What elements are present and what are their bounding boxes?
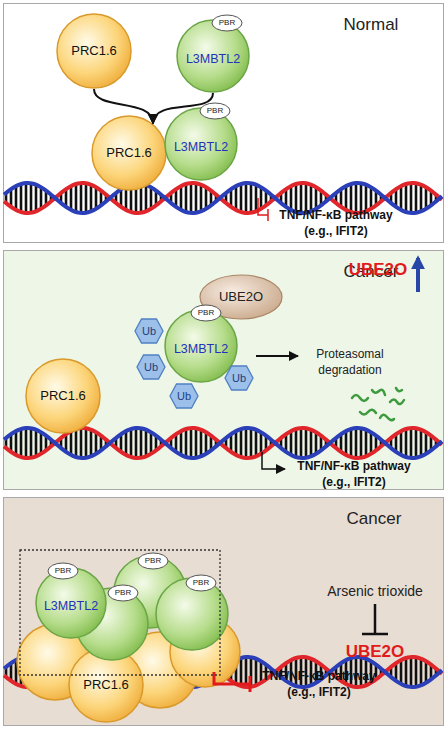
ellipse-shape: [191, 305, 221, 321]
annotation-label: Arsenic trioxide: [315, 582, 435, 600]
prc16-circle: PRC1.6: [68, 647, 144, 723]
circle-shape: [26, 359, 100, 433]
hexagon-shape: [170, 384, 198, 408]
l3mbtl2-circle: L3MBTL2 PBR: [35, 567, 107, 639]
annotation-label: TNF/NF-κB pathway (e.g., IFIT2): [272, 208, 400, 239]
node-label: PRC1.6: [40, 389, 86, 403]
node-label: Ub: [142, 325, 156, 337]
prc16-circle: PRC1.6: [56, 13, 132, 89]
annotation-label: UBE2O: [348, 259, 408, 281]
node-label: L3MBTL2: [174, 335, 228, 357]
ellipse-shape: [108, 585, 138, 601]
node-label: PBR: [55, 567, 71, 576]
pbr-ellipse: PBR: [185, 574, 217, 592]
node-label: Ub: [177, 390, 191, 402]
panel-heading: Cancer: [324, 510, 424, 529]
prc16-circle: PRC1.6: [25, 358, 101, 434]
pbr-ellipse: PBR: [199, 102, 231, 120]
panel-band: CancerPBR PBR PBR L3MBTL2 PBR PRC1.6: [3, 497, 444, 726]
node-label: PBR: [193, 579, 209, 588]
circle-shape: [177, 20, 249, 92]
node-label: PRC1.6: [106, 146, 152, 160]
node-label: PBR: [198, 309, 214, 318]
circle-shape: [36, 568, 106, 638]
circle-shape: [69, 648, 143, 722]
ubiquitin-hexagon: Ub: [169, 383, 199, 409]
node-label: L3MBTL2: [44, 592, 98, 614]
node-label: L3MBTL2: [186, 45, 240, 67]
circle-shape: [165, 108, 237, 180]
hexagon-shape: [137, 355, 165, 379]
panel-band: NormalPRC1.6L3MBTL2PBRPRC1.6L3MBTL2PBR: [3, 3, 444, 243]
annotation-label: TNF/NF-κB pathway (e.g., IFIT2): [255, 669, 383, 700]
circle-shape: [92, 116, 166, 190]
node-label: UBE2O: [219, 290, 263, 304]
l3mbtl2-circle: L3MBTL2 PBR: [164, 309, 238, 383]
node-label: PBR: [207, 107, 223, 116]
panel-heading: Normal: [321, 16, 421, 35]
l3mbtl2-circle: L3MBTL2 PBR: [164, 107, 238, 181]
ellipse-shape: [200, 103, 230, 119]
node-label: PBR: [219, 19, 235, 28]
ellipse-shape: [138, 553, 168, 569]
pbr-ellipse: PBR: [137, 552, 169, 570]
pbr-ellipse: PBR: [107, 584, 139, 602]
prc16-circle: PRC1.6: [91, 115, 167, 191]
ubiquitin-hexagon: Ub: [136, 354, 166, 380]
ellipse-shape: [212, 15, 242, 31]
annotation-label: UBE2O: [345, 641, 405, 663]
node-label: PBR: [145, 557, 161, 566]
node-label: PRC1.6: [83, 678, 129, 692]
circle-shape: [57, 14, 131, 88]
hexagon-shape: [225, 366, 253, 390]
node-label: L3MBTL2: [174, 133, 228, 155]
node-label: PRC1.6: [71, 44, 117, 58]
ellipse-shape: [48, 563, 78, 579]
l3mbtl2-circle: L3MBTL2 PBR: [176, 19, 250, 93]
annotation-label: Proteasomal degradation: [300, 347, 400, 378]
node-label: Ub: [144, 361, 158, 373]
node-label: Ub: [232, 372, 246, 384]
annotation-label: TNF/NF-κB pathway (e.g., IFIT2): [290, 459, 418, 490]
pbr-ellipse: PBR: [47, 562, 79, 580]
pbr-ellipse: PBR: [211, 14, 243, 32]
ubiquitin-hexagon: Ub: [224, 365, 254, 391]
node-label: PBR: [115, 589, 131, 598]
hexagon-shape: [135, 319, 163, 343]
pbr-ellipse: PBR: [190, 304, 222, 322]
ellipse-shape: [186, 575, 216, 591]
ubiquitin-hexagon: Ub: [134, 318, 164, 344]
